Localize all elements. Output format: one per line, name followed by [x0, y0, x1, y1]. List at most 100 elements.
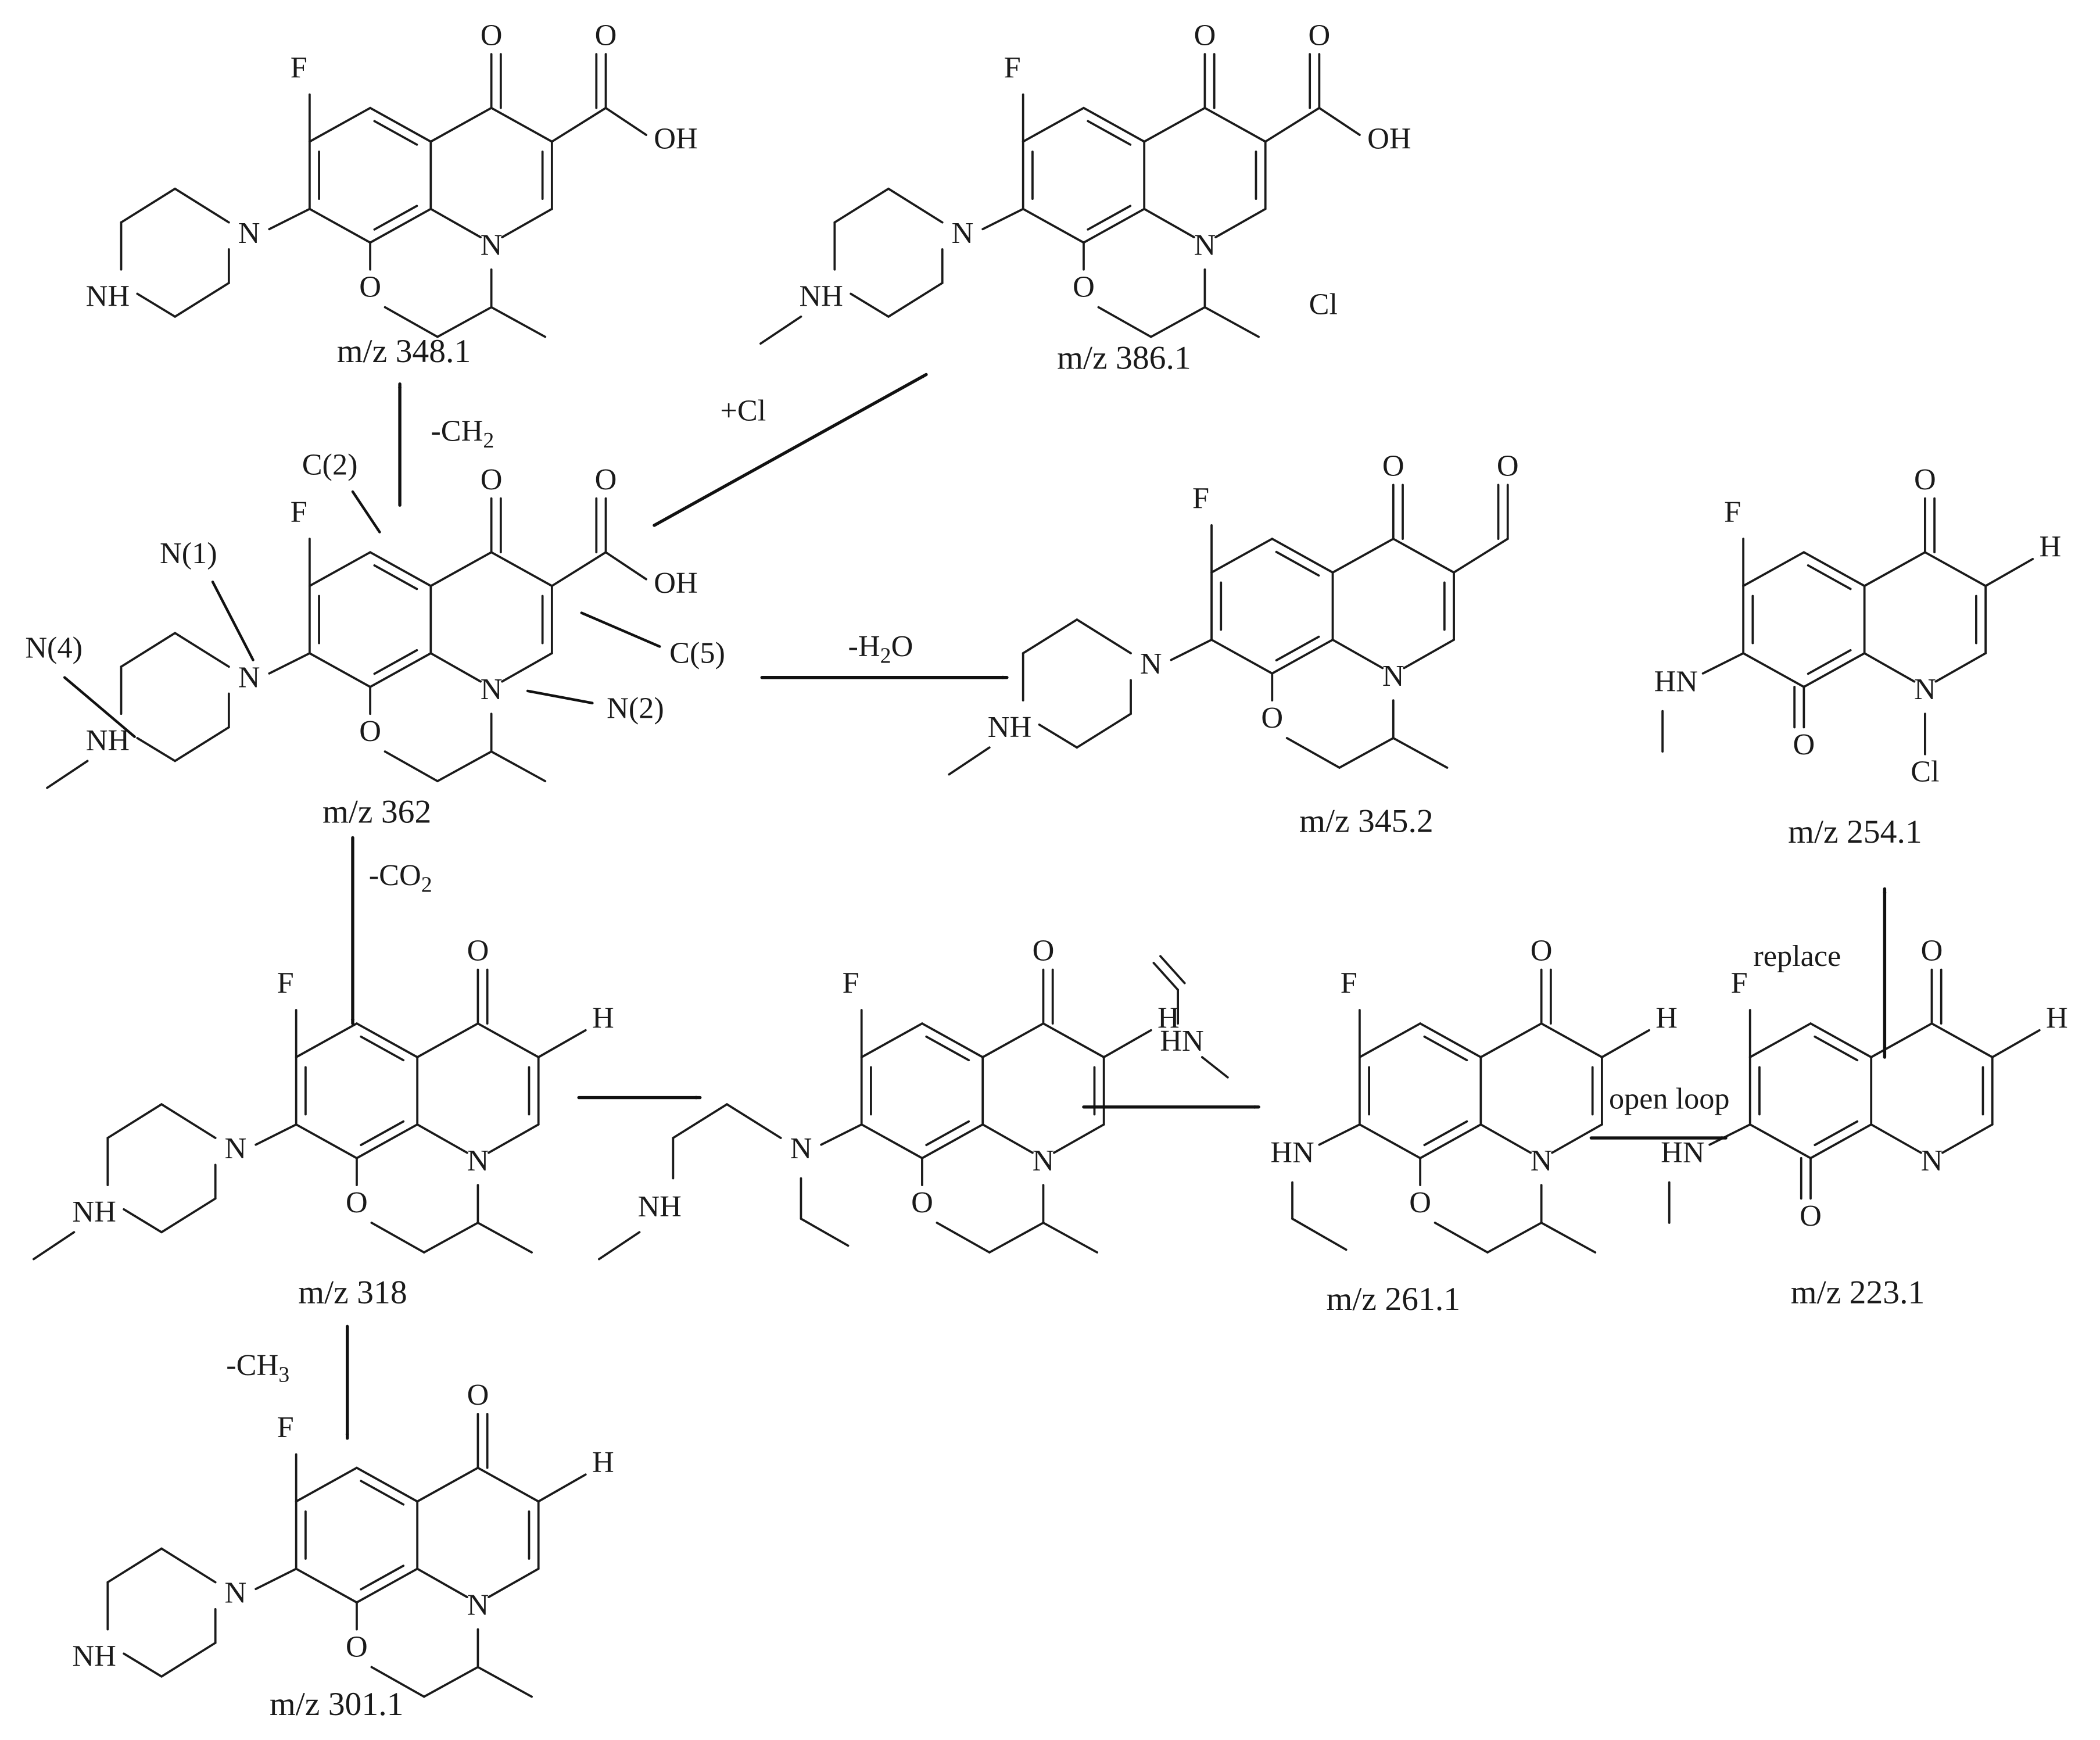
bond	[136, 292, 177, 318]
bond	[1540, 1222, 1597, 1254]
ketone-oxygen: O	[481, 463, 503, 496]
mz-label-386: m/z 386.1	[1057, 340, 1191, 377]
bond	[1453, 538, 1509, 574]
label-minus-ch3-main: -CH	[226, 1348, 278, 1382]
secondary-amine: NH	[637, 1190, 681, 1223]
bond	[356, 1567, 419, 1604]
piperazine-n1: N	[225, 1576, 247, 1610]
double-bond	[1807, 564, 1852, 590]
bond	[1200, 1056, 1229, 1079]
bond	[370, 1666, 425, 1698]
c3-hydrogen: H	[592, 1001, 614, 1034]
fluorine: F	[1192, 481, 1209, 515]
bond	[537, 1029, 587, 1058]
bond	[295, 1567, 358, 1604]
label-minus-h2o: -H2O	[848, 629, 913, 668]
mz-label-254: m/z 254.1	[1788, 814, 1922, 850]
bond	[800, 1218, 850, 1247]
ether-oxygen: O	[346, 1186, 368, 1219]
bond	[1392, 737, 1449, 769]
site-arrow-n1	[211, 580, 255, 661]
bond	[887, 187, 944, 224]
bond	[490, 551, 553, 588]
bond	[726, 1103, 782, 1139]
piperazine-nh: NH	[72, 1639, 116, 1673]
bond	[1434, 1222, 1489, 1254]
bond	[268, 652, 311, 675]
bond	[501, 652, 553, 683]
bond	[1318, 1123, 1361, 1146]
bond	[1708, 1123, 1751, 1146]
bond	[295, 1022, 358, 1058]
label-minus-co2-subscript: 2	[421, 872, 432, 897]
ring-nitrogen: N	[481, 228, 503, 262]
bond	[1742, 652, 1805, 688]
ketone-oxygen: O	[467, 934, 489, 968]
site-label-c5: C(5)	[669, 636, 725, 670]
bond	[936, 1222, 991, 1254]
double-bond	[1275, 635, 1320, 662]
bond	[1984, 557, 2034, 588]
double-bond	[373, 649, 418, 675]
fluorine: F	[1004, 51, 1021, 84]
site-arrow-n4	[63, 676, 136, 738]
site-label-c2: C(2)	[302, 447, 358, 481]
bond	[1076, 713, 1132, 749]
bond	[295, 1466, 358, 1503]
bond	[308, 106, 371, 143]
bond	[1271, 538, 1334, 574]
mz-label-345: m/z 345.2	[1299, 803, 1434, 839]
bond	[476, 1666, 533, 1698]
c3-hydrogen: H	[1157, 1001, 1180, 1034]
site-arrow-c5	[580, 611, 661, 648]
bond	[1934, 652, 1987, 683]
mz-label-348: m/z 348.1	[337, 333, 471, 370]
ketone-oxygen: O	[1382, 449, 1404, 483]
bond	[490, 106, 553, 143]
label-minus-h2o-main: -H	[848, 629, 880, 663]
bond	[1022, 106, 1085, 143]
bond	[1930, 1022, 1994, 1058]
double-bond	[925, 1035, 970, 1062]
bond	[120, 632, 177, 668]
ring-nitrogen: N	[467, 1144, 489, 1177]
hydroxyl: OH	[654, 122, 697, 156]
bond	[1203, 106, 1267, 143]
double-bond	[373, 564, 418, 590]
piperazine-n1: N	[225, 1132, 247, 1165]
bond	[1264, 106, 1321, 143]
bond	[1941, 1123, 1994, 1154]
bond	[1863, 551, 1926, 588]
bond	[1870, 1022, 1933, 1058]
label-open-loop: open loop	[1609, 1082, 1730, 1115]
double-bond	[1087, 120, 1132, 146]
bond	[123, 1652, 163, 1678]
bond	[422, 1222, 479, 1254]
bond	[416, 1567, 468, 1598]
n-methyl-bond	[948, 746, 991, 776]
bond	[268, 207, 311, 231]
site-label-n4: N(4)	[25, 631, 83, 664]
bond	[1358, 1123, 1422, 1159]
bond	[370, 1222, 425, 1254]
ring-nitrogen: N	[1382, 659, 1404, 693]
bond	[1170, 638, 1213, 661]
label-minus-ch3: -CH3	[226, 1348, 289, 1387]
bond	[1748, 1123, 1812, 1159]
bond	[106, 1547, 163, 1584]
bond	[384, 750, 439, 783]
bond	[160, 1197, 217, 1234]
n-methyl-bond	[33, 1231, 76, 1261]
fluorine: F	[843, 966, 859, 1000]
label-minus-co2-main: -CO	[369, 858, 421, 892]
bond	[1210, 538, 1274, 574]
bond	[429, 207, 482, 239]
fluorine: F	[277, 966, 294, 1000]
bond	[981, 207, 1024, 231]
bond	[1863, 652, 1916, 683]
